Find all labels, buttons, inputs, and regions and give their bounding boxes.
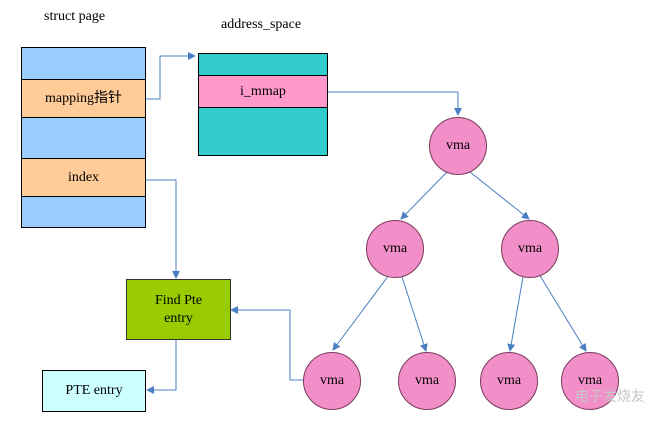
pte-entry-box: PTE entry (42, 370, 146, 412)
vma-level2-d-node: vma (561, 352, 619, 410)
find-pte-entry-box: Find Pte entry (126, 279, 231, 340)
struct-page-row-middle (21, 117, 146, 159)
watermark: 电子发烧友 (575, 389, 645, 405)
edge-l1left-l2a (332, 274, 390, 351)
edge-l1right-l2d (538, 273, 587, 352)
find-pte-entry-label: Find Pte entry (154, 293, 203, 326)
edge-root-l1right (469, 171, 530, 220)
arrow-immap-to-root (328, 91, 462, 116)
vma-level1-left-node: vma (366, 220, 424, 278)
address-space-immap-field: i_mmap (198, 75, 328, 108)
address-space-row-bottom (198, 107, 328, 156)
arrow-vma-to-findpte (230, 306, 303, 381)
vma-level2-c-node: vma (480, 352, 538, 410)
struct-page-row-top (21, 47, 146, 80)
vma-level1-right-node: vma (501, 220, 559, 278)
vma-root-node: vma (429, 117, 487, 175)
arrow-mapping-to-address-space (146, 52, 196, 100)
vma-level2-a-node: vma (303, 352, 361, 410)
address-space-title: address_space (221, 17, 302, 32)
address-space-row-top (198, 53, 328, 76)
arrow-findpte-to-pteentry (146, 340, 177, 394)
edge-l1left-l2b (401, 276, 428, 352)
vma-level2-b-node: vma (398, 352, 456, 410)
edge-root-l1left (400, 171, 448, 220)
struct-page-row-bottom (21, 196, 146, 228)
struct-page-title: struct page (44, 9, 106, 24)
struct-page-mapping-field: mapping指针 (21, 79, 146, 118)
arrow-index-to-findpte (146, 179, 180, 279)
struct-page-index-field: index (21, 158, 146, 197)
edge-l1right-l2c (507, 276, 524, 352)
